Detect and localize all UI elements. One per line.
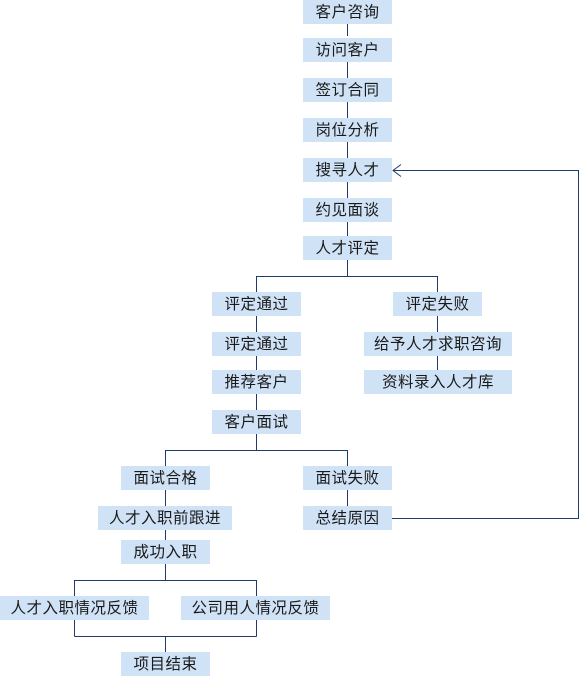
step-interview-fail: 面试失败: [303, 466, 392, 490]
step-interview-invite: 约见面谈: [303, 198, 392, 222]
step-client-interview: 客户面试: [212, 410, 301, 434]
step-summarize-reasons: 总结原因: [303, 506, 392, 530]
step-interview-pass: 面试合格: [121, 466, 210, 490]
step-talent-feedback: 人才入职情况反馈: [0, 596, 149, 620]
step-talent-pool: 资料录入人才库: [364, 370, 512, 394]
step-contract: 签订合同: [303, 78, 392, 102]
step-eval-fail: 评定失败: [393, 292, 482, 316]
step-visit: 访问客户: [303, 38, 392, 62]
step-search-talent: 搜寻人才: [303, 158, 392, 182]
step-project-end: 项目结束: [121, 652, 210, 676]
step-eval-pass-2: 评定通过: [212, 332, 301, 356]
loop-arrow-head: [392, 164, 402, 177]
step-career-advice: 给予人才求职咨询: [364, 332, 512, 356]
step-consult: 客户咨询: [303, 0, 392, 24]
step-company-feedback: 公司用人情况反馈: [181, 596, 330, 620]
step-hired: 成功入职: [121, 540, 210, 564]
step-recommend: 推荐客户: [212, 370, 301, 394]
step-position-analysis: 岗位分析: [303, 118, 392, 142]
step-eval-pass-1: 评定通过: [212, 292, 301, 316]
step-talent-eval: 人才评定: [303, 236, 392, 260]
step-onboard-followup: 人才入职前跟进: [98, 506, 232, 530]
